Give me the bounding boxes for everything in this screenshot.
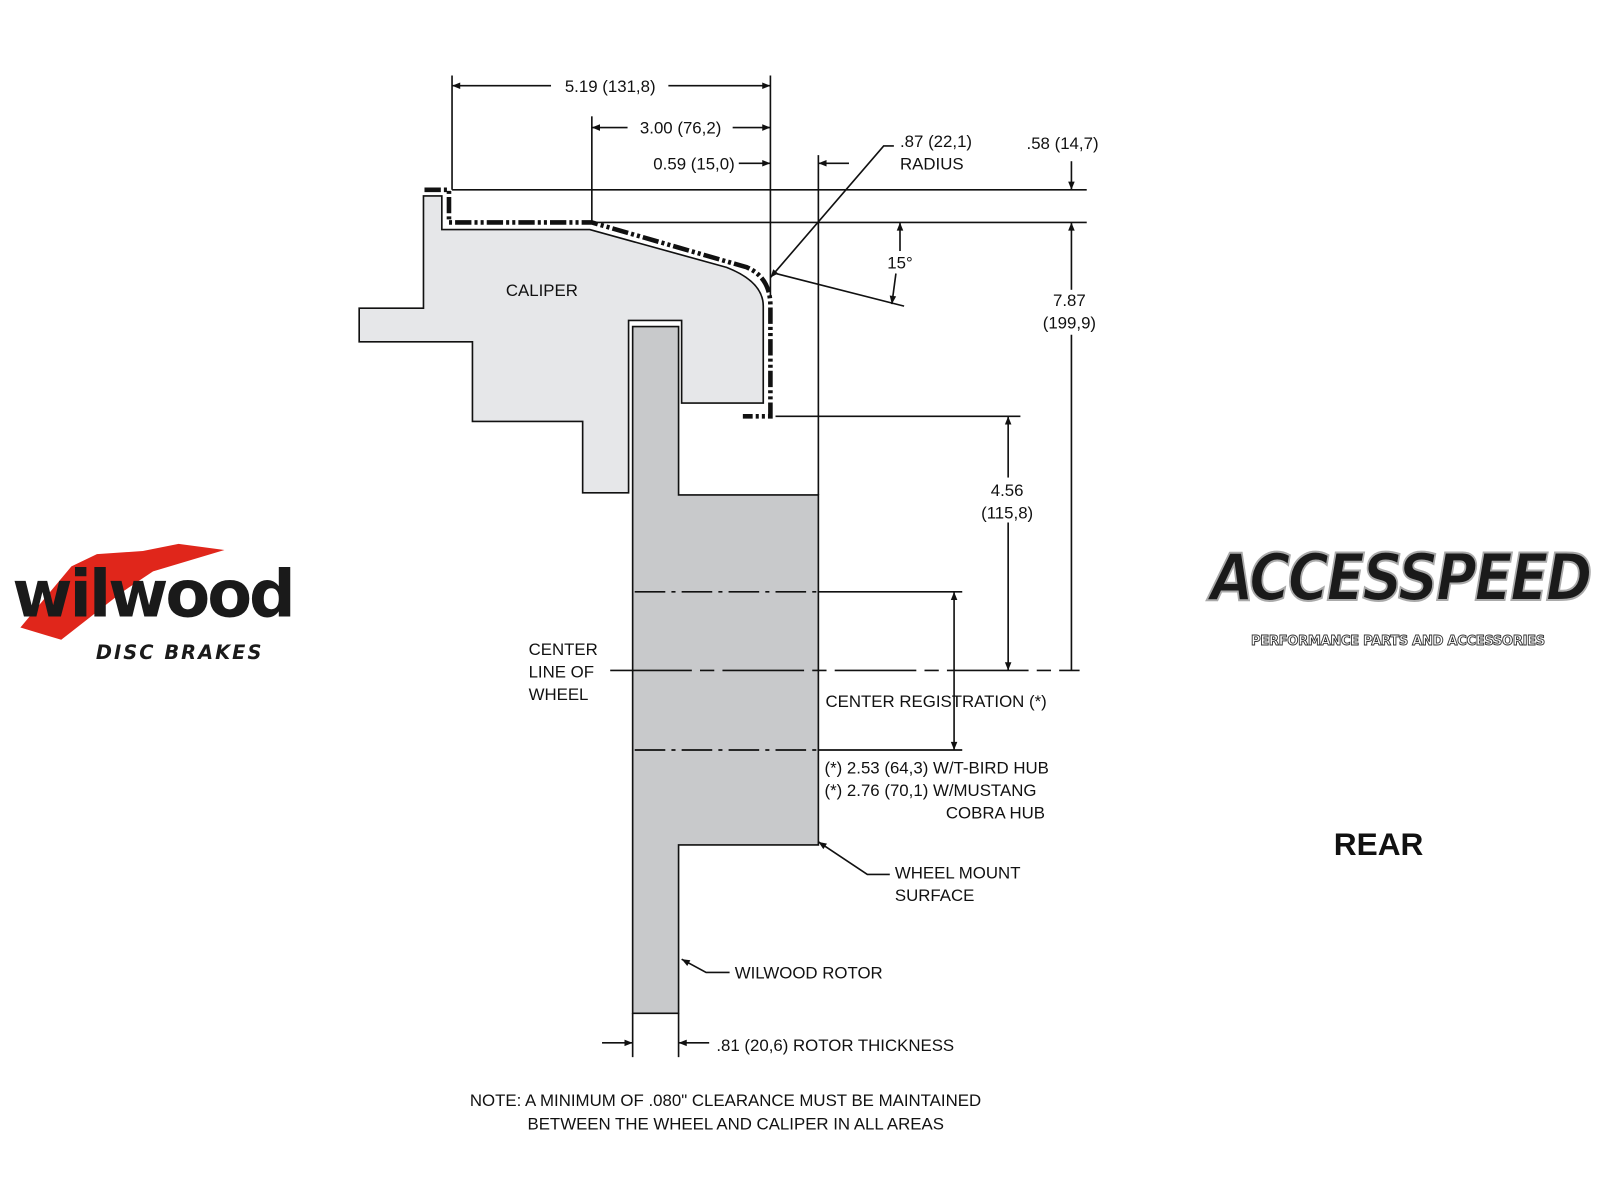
note-line-2: BETWEEN THE WHEEL AND CALIPER IN ALL ARE… [527, 1115, 943, 1134]
dim-4-56-mm: (115,8) [981, 503, 1033, 522]
rotor-label: WILWOOD ROTOR [735, 964, 883, 983]
dim-rotor-thickness: .81 (20,6) ROTOR THICKNESS [716, 1036, 954, 1055]
dim-top-offset: .58 (14,7) [1027, 134, 1099, 153]
hub-note-3: COBRA HUB [946, 803, 1045, 822]
dim-radius-value: .87 (22,1) [900, 132, 972, 151]
centerline-label-1: CENTER [529, 640, 598, 659]
hub-note-1: (*) 2.53 (64,3) W/T-BIRD HUB [824, 758, 1048, 777]
svg-text:DISC BRAKES: DISC BRAKES [96, 641, 264, 664]
dim-3-00: 3.00 (76,2) [640, 119, 721, 138]
dim-4-56: 4.56 [991, 481, 1024, 500]
dim-height-total-mm: (199,9) [1043, 314, 1096, 333]
svg-text:ACCESSPEED: ACCESSPEED [1206, 540, 1591, 616]
dim-overall-width: 5.19 (131,8) [565, 77, 656, 96]
svg-text:wilwood: wilwood [12, 556, 292, 632]
center-registration-label: CENTER REGISTRATION (*) [826, 692, 1047, 711]
centerline-label-2: LINE OF [529, 663, 594, 682]
wheel-mount-label-1: WHEEL MOUNT [895, 864, 1021, 883]
hub-note-2: (*) 2.76 (70,1) W/MUSTANG [824, 781, 1036, 800]
note-line-1: NOTE: A MINIMUM OF .080" CLEARANCE MUST … [470, 1091, 981, 1110]
dimension-arrows [452, 82, 1075, 1047]
dim-0-59: 0.59 (15,0) [653, 154, 734, 173]
caliper-label: CALIPER [506, 281, 578, 300]
wheel-mount-label-2: SURFACE [895, 886, 974, 905]
caliper-shape [358, 195, 765, 494]
svg-text:PERFORMANCE PARTS AND ACCESSOR: PERFORMANCE PARTS AND ACCESSORIES [1251, 634, 1545, 649]
dim-radius-label: RADIUS [900, 154, 964, 173]
accespeed-logo: ACCESSPEED PERFORMANCE PARTS AND ACCESSO… [1205, 539, 1595, 649]
view-label: REAR [1334, 826, 1424, 862]
wilwood-logo: wilwood DISC BRAKES [12, 543, 296, 664]
clearance-envelope [424, 187, 773, 419]
centerline-label-3: WHEEL [529, 685, 589, 704]
dim-height-total: 7.87 [1053, 291, 1086, 310]
dim-angle: 15° [887, 253, 912, 272]
extension-lines [451, 75, 1087, 1058]
